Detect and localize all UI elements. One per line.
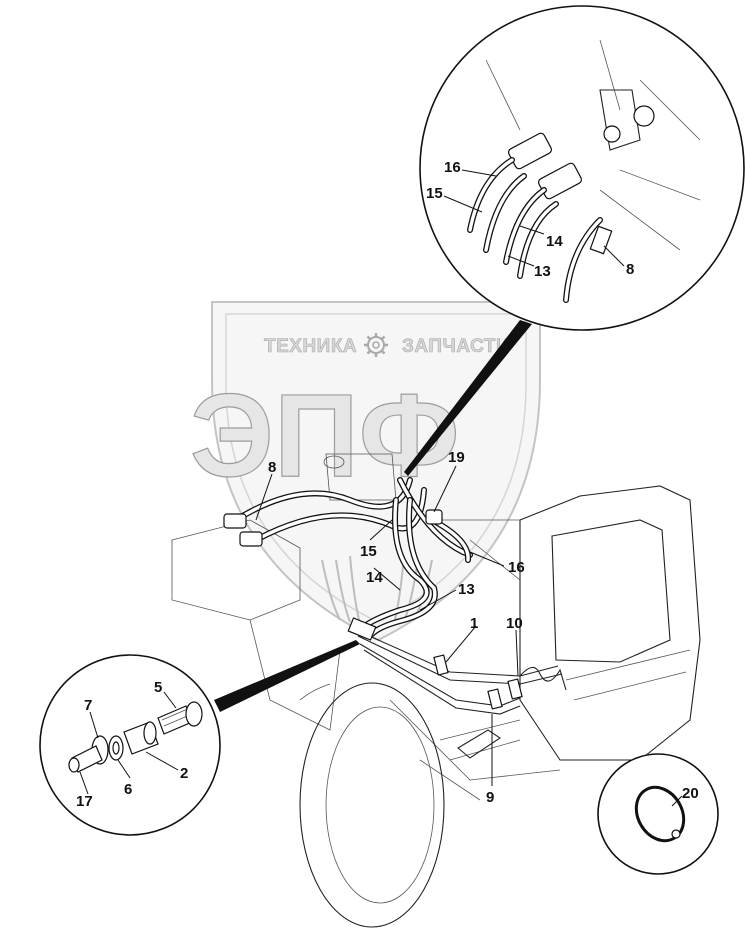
watermark: ТЕХНИКА ЗАПЧАСТИ ЭПФ (189, 301, 541, 642)
callout-15-top: 15 (426, 185, 443, 202)
gear-icon (364, 333, 388, 357)
top-detail-view (404, 5, 745, 476)
callout-7-fitting: 7 (84, 697, 92, 714)
callout-15-main: 15 (360, 543, 377, 560)
callout-9-main: 9 (486, 789, 494, 806)
tractor-outline (171, 453, 701, 928)
watermark-right-text: ЗАПЧАСТИ (402, 336, 510, 357)
callout-8-top: 8 (626, 261, 634, 278)
leader-lines (79, 169, 683, 807)
callout-16-main: 16 (508, 559, 525, 576)
hose-routing (223, 477, 567, 715)
callout-labels: 16 15 14 13 8 8 19 15 16 14 13 1 10 9 7 … (76, 159, 699, 810)
callout-16-top: 16 (444, 159, 461, 176)
callout-13-main: 13 (458, 581, 475, 598)
callout-6-fitting: 6 (124, 781, 132, 798)
callout-19-main: 19 (448, 449, 465, 466)
callout-5-fitting: 5 (154, 679, 162, 696)
watermark-big-text: ЭПФ (190, 370, 459, 502)
callout-20-clamp: 20 (682, 785, 699, 802)
callout-8-main: 8 (268, 459, 276, 476)
watermark-left-text: ТЕХНИКА (264, 336, 357, 357)
callout-13-top: 13 (534, 263, 551, 280)
callout-14-main: 14 (366, 569, 383, 586)
clamp-detail-view (597, 753, 719, 875)
callout-14-top: 14 (546, 233, 563, 250)
fitting-detail-view (39, 640, 360, 836)
callout-1-main: 1 (470, 615, 478, 632)
callout-17-fitting: 17 (76, 793, 93, 810)
callout-10-main: 10 (506, 615, 523, 632)
callout-2-fitting: 2 (180, 765, 188, 782)
